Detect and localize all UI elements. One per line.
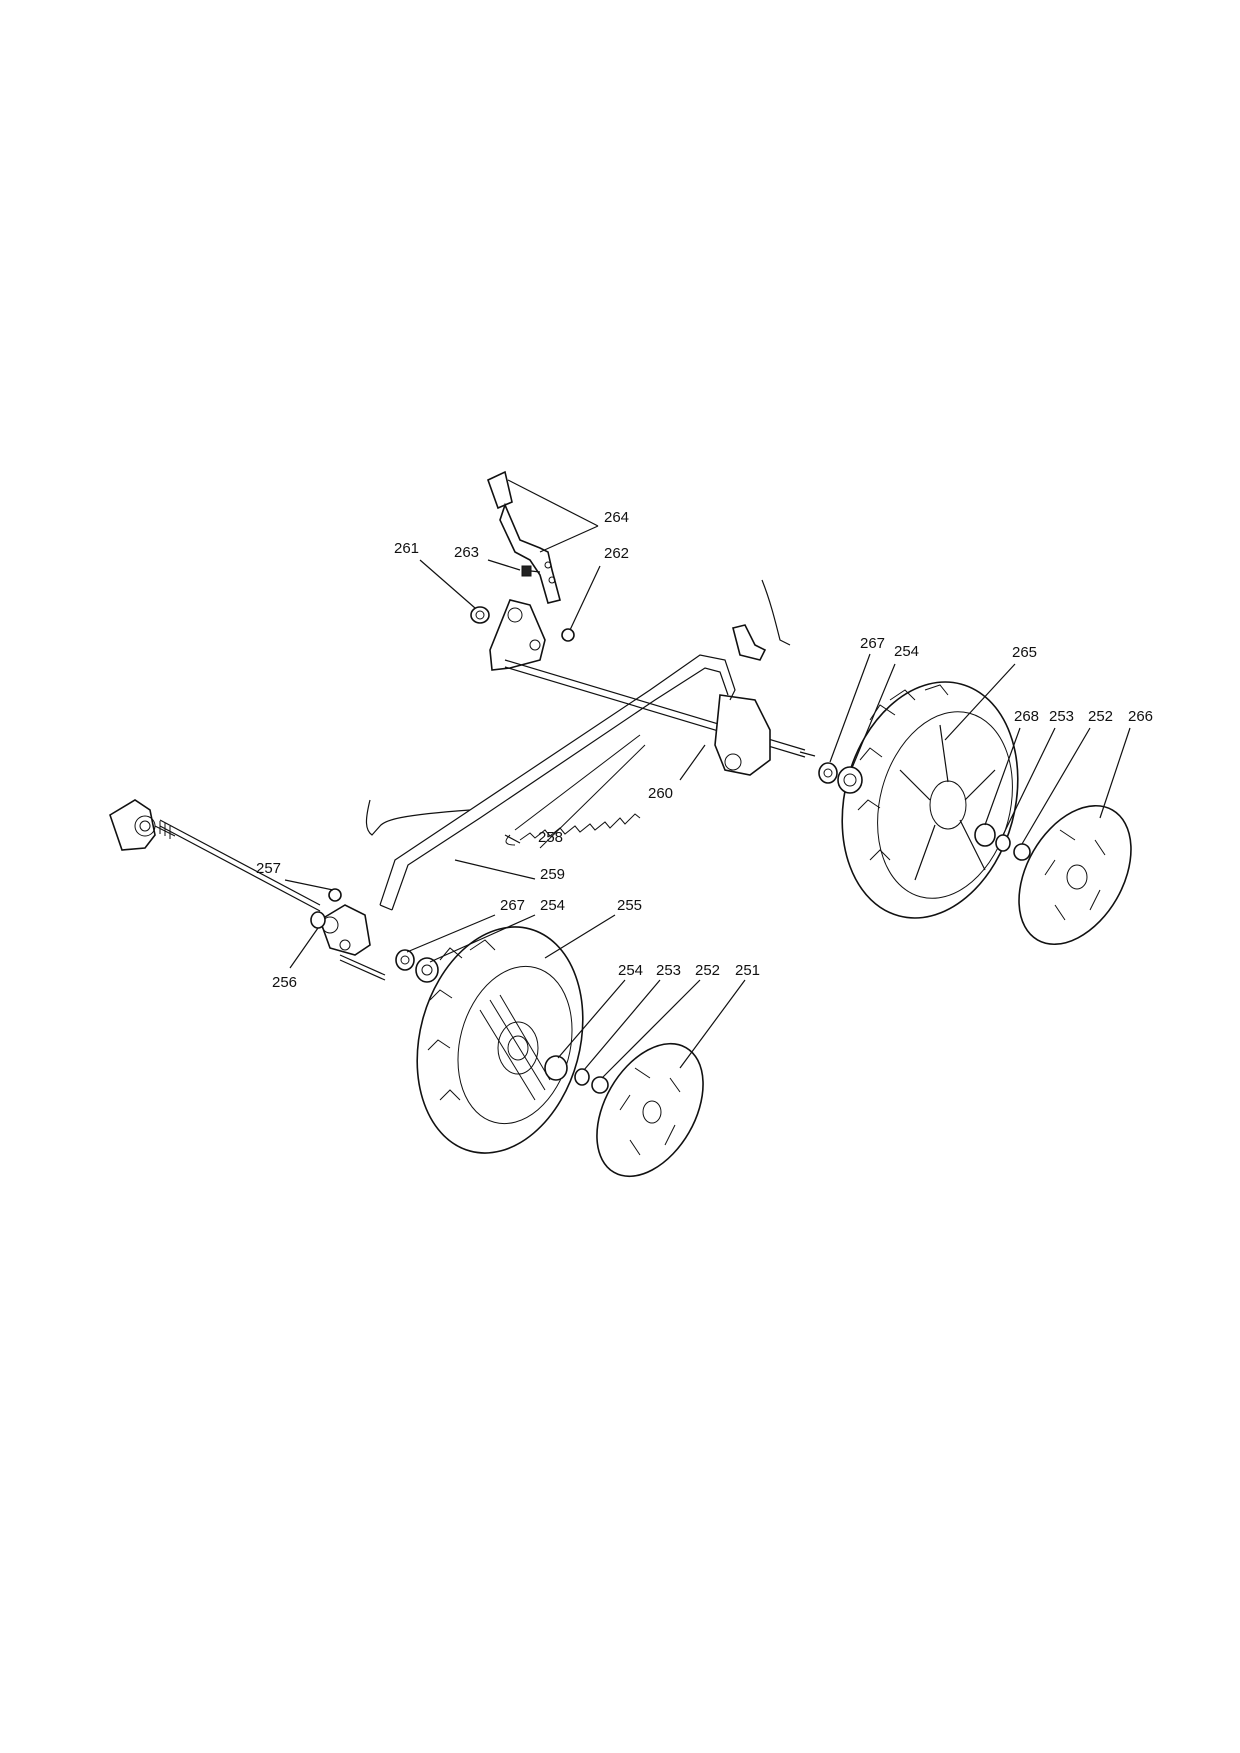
washer-267-rear: [818, 762, 838, 784]
label-254-rear: 254: [894, 643, 920, 660]
label-256: 256: [272, 974, 298, 991]
nut-261: [470, 606, 490, 624]
bushing-256: [310, 911, 326, 929]
bearing-254-front-inner: [415, 957, 439, 983]
label-252-front: 252: [695, 962, 721, 979]
rear-wheel: [841, 681, 1019, 919]
screw-263: [521, 565, 541, 577]
nut-252-rear: [1013, 843, 1031, 861]
front-left-bracket: [319, 904, 386, 981]
label-267-rear: 267: [860, 635, 886, 652]
washer-253-rear: [995, 834, 1011, 852]
rod-259: [365, 799, 471, 836]
hubcap-251: [596, 1042, 704, 1178]
spring-258: [505, 734, 646, 849]
height-adjust-lever: [487, 470, 561, 604]
nut-252-front: [591, 1076, 609, 1094]
cable: [732, 579, 791, 661]
label-254-front: 254: [540, 897, 566, 914]
washer-267-front: [395, 949, 415, 971]
label-265: 265: [1012, 644, 1038, 661]
nut-257: [328, 888, 342, 902]
label-253-rear: 253: [1049, 708, 1075, 725]
label-257: 257: [256, 860, 282, 877]
label-258: 258: [538, 829, 564, 846]
label-252-rear: 252: [1088, 708, 1114, 725]
washer-268: [974, 823, 996, 847]
label-264: 264: [604, 509, 630, 526]
label-253-front: 253: [656, 962, 682, 979]
label-255: 255: [617, 897, 643, 914]
label-263: 263: [454, 544, 480, 561]
lever-bracket: [489, 599, 546, 671]
label-266: 266: [1128, 708, 1154, 725]
front-wheel: [416, 926, 584, 1154]
bearing-254-rear: [837, 766, 863, 794]
label-260: 260: [648, 785, 674, 802]
rear-right-bracket: [714, 694, 771, 776]
bearing-254-front-outer: [544, 1055, 568, 1081]
leader-lines: [284, 479, 1131, 1079]
label-262: 262: [604, 545, 630, 562]
label-259: 259: [540, 866, 566, 883]
washer-253-front: [574, 1068, 590, 1086]
label-267-front: 267: [500, 897, 526, 914]
label-251: 251: [735, 962, 761, 979]
hubcap-266: [1018, 804, 1132, 946]
label-268: 268: [1014, 708, 1040, 725]
lift-bar: [379, 654, 736, 911]
label-254-front-outer: 254: [618, 962, 644, 979]
nut-262: [561, 628, 575, 642]
front-axle: [109, 799, 321, 912]
label-261: 261: [394, 540, 420, 557]
